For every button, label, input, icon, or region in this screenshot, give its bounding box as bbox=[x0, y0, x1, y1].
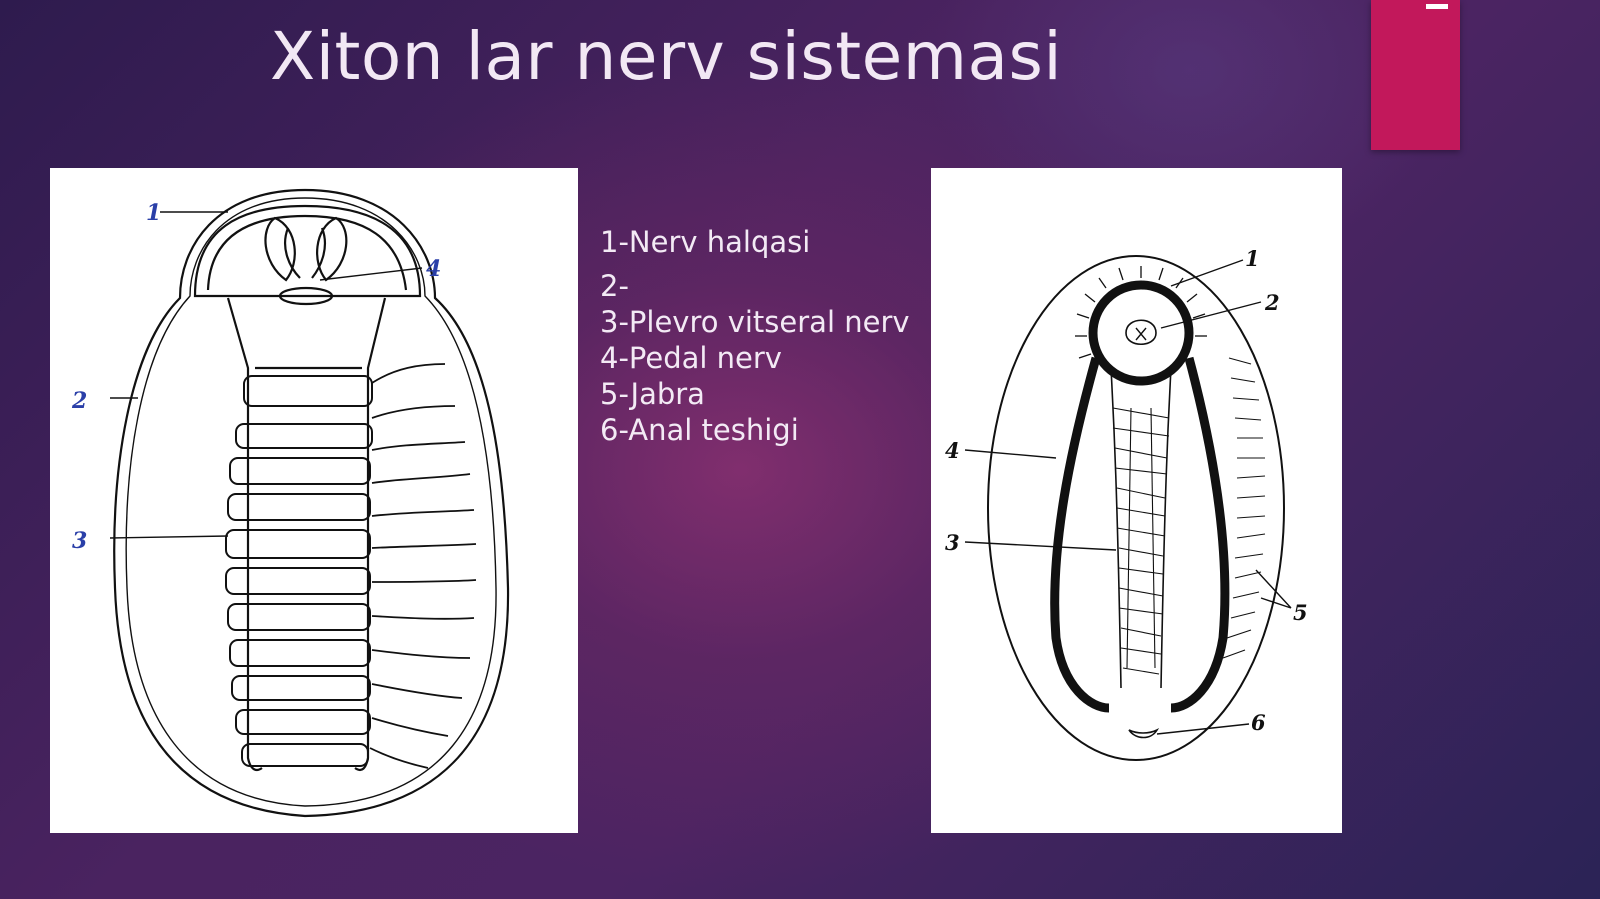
right-label-5: 5 bbox=[1293, 600, 1308, 625]
legend-item-5: 5-Jabra bbox=[600, 377, 705, 411]
right-label-2: 2 bbox=[1264, 290, 1280, 315]
right-diagram: 1 2 3 4 5 6 bbox=[945, 246, 1308, 761]
legend-item-3: 3-Plevro vitseral nerv bbox=[600, 305, 910, 339]
accent-bar bbox=[1371, 0, 1460, 150]
right-label-6: 6 bbox=[1251, 710, 1266, 735]
left-label-2: 2 bbox=[71, 388, 87, 414]
left-label-1: 1 bbox=[146, 200, 161, 226]
left-diagram: 1 2 3 4 bbox=[71, 188, 510, 818]
left-label-4: 4 bbox=[426, 256, 441, 282]
legend-item-1: 1-Nerv halqasi bbox=[600, 225, 811, 259]
legend-item-6: 6-Anal teshigi bbox=[600, 413, 799, 447]
accent-mark bbox=[1426, 4, 1448, 9]
legend: 1-Nerv halqasi 2- 3-Plevro vitseral nerv… bbox=[600, 224, 910, 448]
right-label-4: 4 bbox=[945, 438, 960, 463]
legend-item-2: 2- bbox=[600, 269, 629, 303]
right-diagram-panel: 1 2 3 4 5 6 bbox=[931, 168, 1342, 833]
left-diagram-panel: 1 2 3 4 bbox=[50, 168, 578, 833]
right-label-1: 1 bbox=[1245, 246, 1260, 271]
legend-item-4: 4-Pedal nerv bbox=[600, 341, 782, 375]
slide-title: Xiton lar nerv sistemasi bbox=[270, 18, 1063, 95]
left-label-3: 3 bbox=[72, 528, 87, 554]
right-label-3: 3 bbox=[945, 530, 960, 555]
